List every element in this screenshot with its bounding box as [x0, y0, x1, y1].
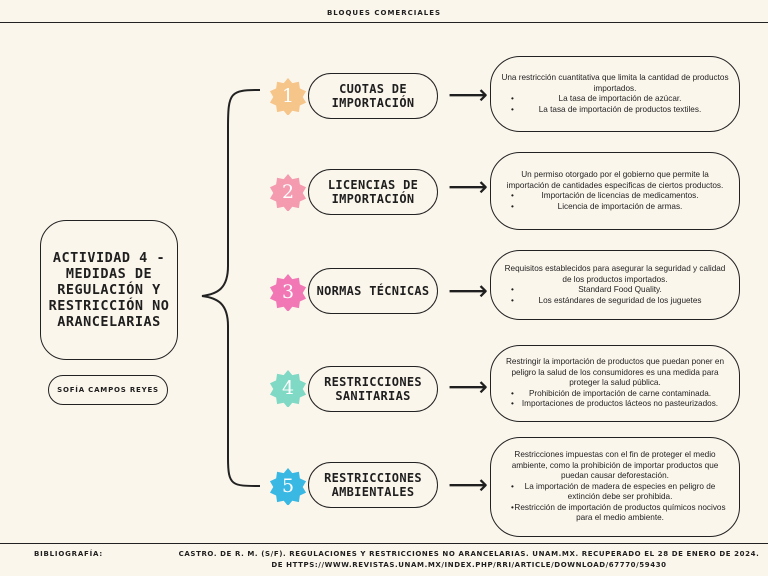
description-box-1: Una restricción cuantitativa que limita … — [490, 56, 740, 132]
category-restricciones-ambientales: RESTRICCIONES AMBIENTALES — [308, 462, 438, 508]
example-list: Importación de licencias de medicamentos… — [501, 191, 729, 212]
description-box-3: Requisitos establecidos para asegurar la… — [490, 250, 740, 320]
main-topic-box: ACTIVIDAD 4 - MEDIDAS DE REGULACIÓN Y RE… — [40, 220, 178, 360]
scalloped-badge-shape — [269, 467, 307, 505]
badge-number: 1 — [281, 85, 295, 107]
example-item: Prohibición de importación de carne cont… — [501, 389, 729, 400]
scalloped-badge-shape — [269, 77, 307, 115]
description-box-2: Un permiso otorgado por el gobierno que … — [490, 152, 740, 230]
footer-divider — [0, 543, 768, 544]
description-text: Requisitos establecidos para asegurar la… — [504, 264, 726, 284]
category-licencias-de-importacion: LICENCIAS DE IMPORTACIÓN — [308, 169, 438, 215]
description-text: Un permiso otorgado por el gobierno que … — [506, 170, 724, 190]
description-text: Una restricción cuantitativa que limita … — [501, 73, 729, 93]
badge-5: 5 — [269, 467, 307, 505]
page-header-title: BLOQUES COMERCIALES — [326, 9, 442, 17]
badge-4: 4 — [269, 369, 307, 407]
scalloped-badge-shape — [269, 369, 307, 407]
description-box-4: Restringir la importación de productos q… — [490, 345, 740, 422]
description-box-5: Restricciones impuestas con el fin de pr… — [490, 437, 740, 537]
example-list: La importación de madera de especies en … — [501, 482, 729, 524]
example-item: Licencia de importación de armas. — [501, 202, 729, 213]
arrow-right-icon: ⟶ — [448, 468, 489, 501]
bibliography-text: CASTRO. DE R. M. (S/F). REGULACIONES Y R… — [178, 550, 760, 569]
badge-number: 4 — [281, 377, 295, 399]
curly-bracket — [201, 89, 261, 487]
header-divider — [0, 22, 768, 23]
scalloped-badge-shape — [269, 173, 307, 211]
bibliography-label: BIBLIOGRAFÍA: — [34, 550, 103, 558]
badge-number: 3 — [281, 281, 295, 303]
example-item: Standard Food Quality. — [501, 285, 729, 296]
arrow-right-icon: ⟶ — [448, 274, 489, 307]
example-item: Restricción de importación de productos … — [501, 503, 729, 524]
badge-1: 1 — [269, 77, 307, 115]
arrow-right-icon: ⟶ — [448, 78, 489, 111]
author-box: SOFÍA CAMPOS REYES — [48, 375, 168, 405]
badge-number: 5 — [281, 475, 295, 497]
badge-2: 2 — [269, 173, 307, 211]
example-item: La tasa de importación de productos text… — [501, 105, 729, 116]
badge-3: 3 — [269, 273, 307, 311]
example-item: La importación de madera de especies en … — [501, 482, 729, 503]
description-text: Restricciones impuestas con el fin de pr… — [511, 450, 719, 481]
category-cuotas-de-importacion: CUOTAS DE IMPORTACIÓN — [308, 73, 438, 119]
category-normas-tecnicas: NORMAS TÉCNICAS — [308, 268, 438, 314]
example-item: Los estándares de seguridad de los jugue… — [501, 296, 729, 307]
description-text: Restringir la importación de productos q… — [505, 357, 725, 388]
category-restricciones-sanitarias: RESTRICCIONES SANITARIAS — [308, 366, 438, 412]
example-item: Importaciones de productos lácteos no pa… — [501, 399, 729, 410]
example-item: La tasa de importación de azúcar. — [501, 94, 729, 105]
arrow-right-icon: ⟶ — [448, 170, 489, 203]
example-item: Importación de licencias de medicamentos… — [501, 191, 729, 202]
scalloped-badge-shape — [269, 273, 307, 311]
example-list: La tasa de importación de azúcar. La tas… — [501, 94, 729, 115]
badge-number: 2 — [281, 181, 295, 203]
example-list: Standard Food Quality. Los estándares de… — [501, 285, 729, 306]
example-list: Prohibición de importación de carne cont… — [501, 389, 729, 410]
arrow-right-icon: ⟶ — [448, 370, 489, 403]
